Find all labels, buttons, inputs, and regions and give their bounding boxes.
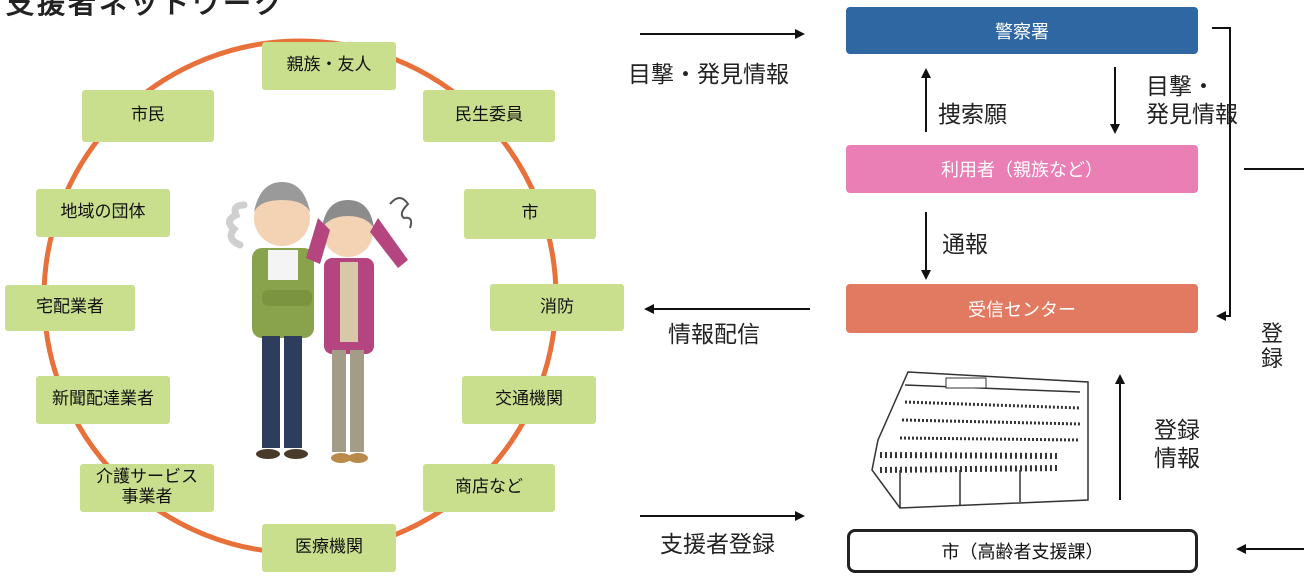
elderly-man bbox=[252, 182, 314, 459]
supporter-city: 市 bbox=[464, 189, 596, 239]
supporter-care-service: 介護サービス 事業者 bbox=[80, 464, 214, 512]
city-elderly-support-box: 市（高齢者支援課） bbox=[847, 529, 1198, 573]
supporter-welfare-commissioner: 民生委員 bbox=[423, 90, 555, 142]
elderly-woman bbox=[306, 197, 413, 463]
supporter-newspaper: 新聞配達業者 bbox=[36, 376, 170, 424]
supporter-shops: 商店など bbox=[423, 464, 555, 512]
supporter-delivery: 宅配業者 bbox=[5, 285, 135, 331]
diagram-title: 支援者ネットワーク bbox=[6, 0, 286, 20]
sigh-smoke bbox=[226, 201, 248, 249]
label-registered-info: 登録 情報 bbox=[1154, 418, 1200, 472]
supporter-fire-department: 消防 bbox=[490, 284, 624, 331]
label-supporter-register: 支援者登録 bbox=[660, 532, 775, 558]
supporter-family-friends: 親族・友人 bbox=[262, 42, 396, 90]
label-search-request: 捜索願 bbox=[938, 102, 1007, 128]
supporter-citizens: 市民 bbox=[82, 90, 214, 142]
user-box: 利用者（親族など） bbox=[846, 145, 1198, 193]
city-hall-building-illustration bbox=[871, 371, 1089, 509]
connector-police-to-center bbox=[1212, 27, 1231, 321]
supporter-medical: 医療機関 bbox=[262, 524, 396, 572]
label-register-vertical: 登 録 bbox=[1260, 322, 1283, 373]
label-sighting-left: 目撃・発見情報 bbox=[628, 62, 789, 88]
supporter-community-groups: 地域の団体 bbox=[36, 189, 170, 237]
worry-scribble bbox=[389, 197, 413, 229]
supporter-transit: 交通機関 bbox=[462, 376, 596, 424]
label-info-distribution: 情報配信 bbox=[668, 322, 760, 348]
label-report: 通報 bbox=[942, 232, 988, 258]
elderly-couple-illustration bbox=[226, 182, 413, 463]
reception-center-box: 受信センター bbox=[846, 284, 1198, 333]
police-box: 警察署 bbox=[846, 7, 1198, 54]
label-sighting-right: 目撃・ 発見情報 bbox=[1146, 74, 1238, 128]
